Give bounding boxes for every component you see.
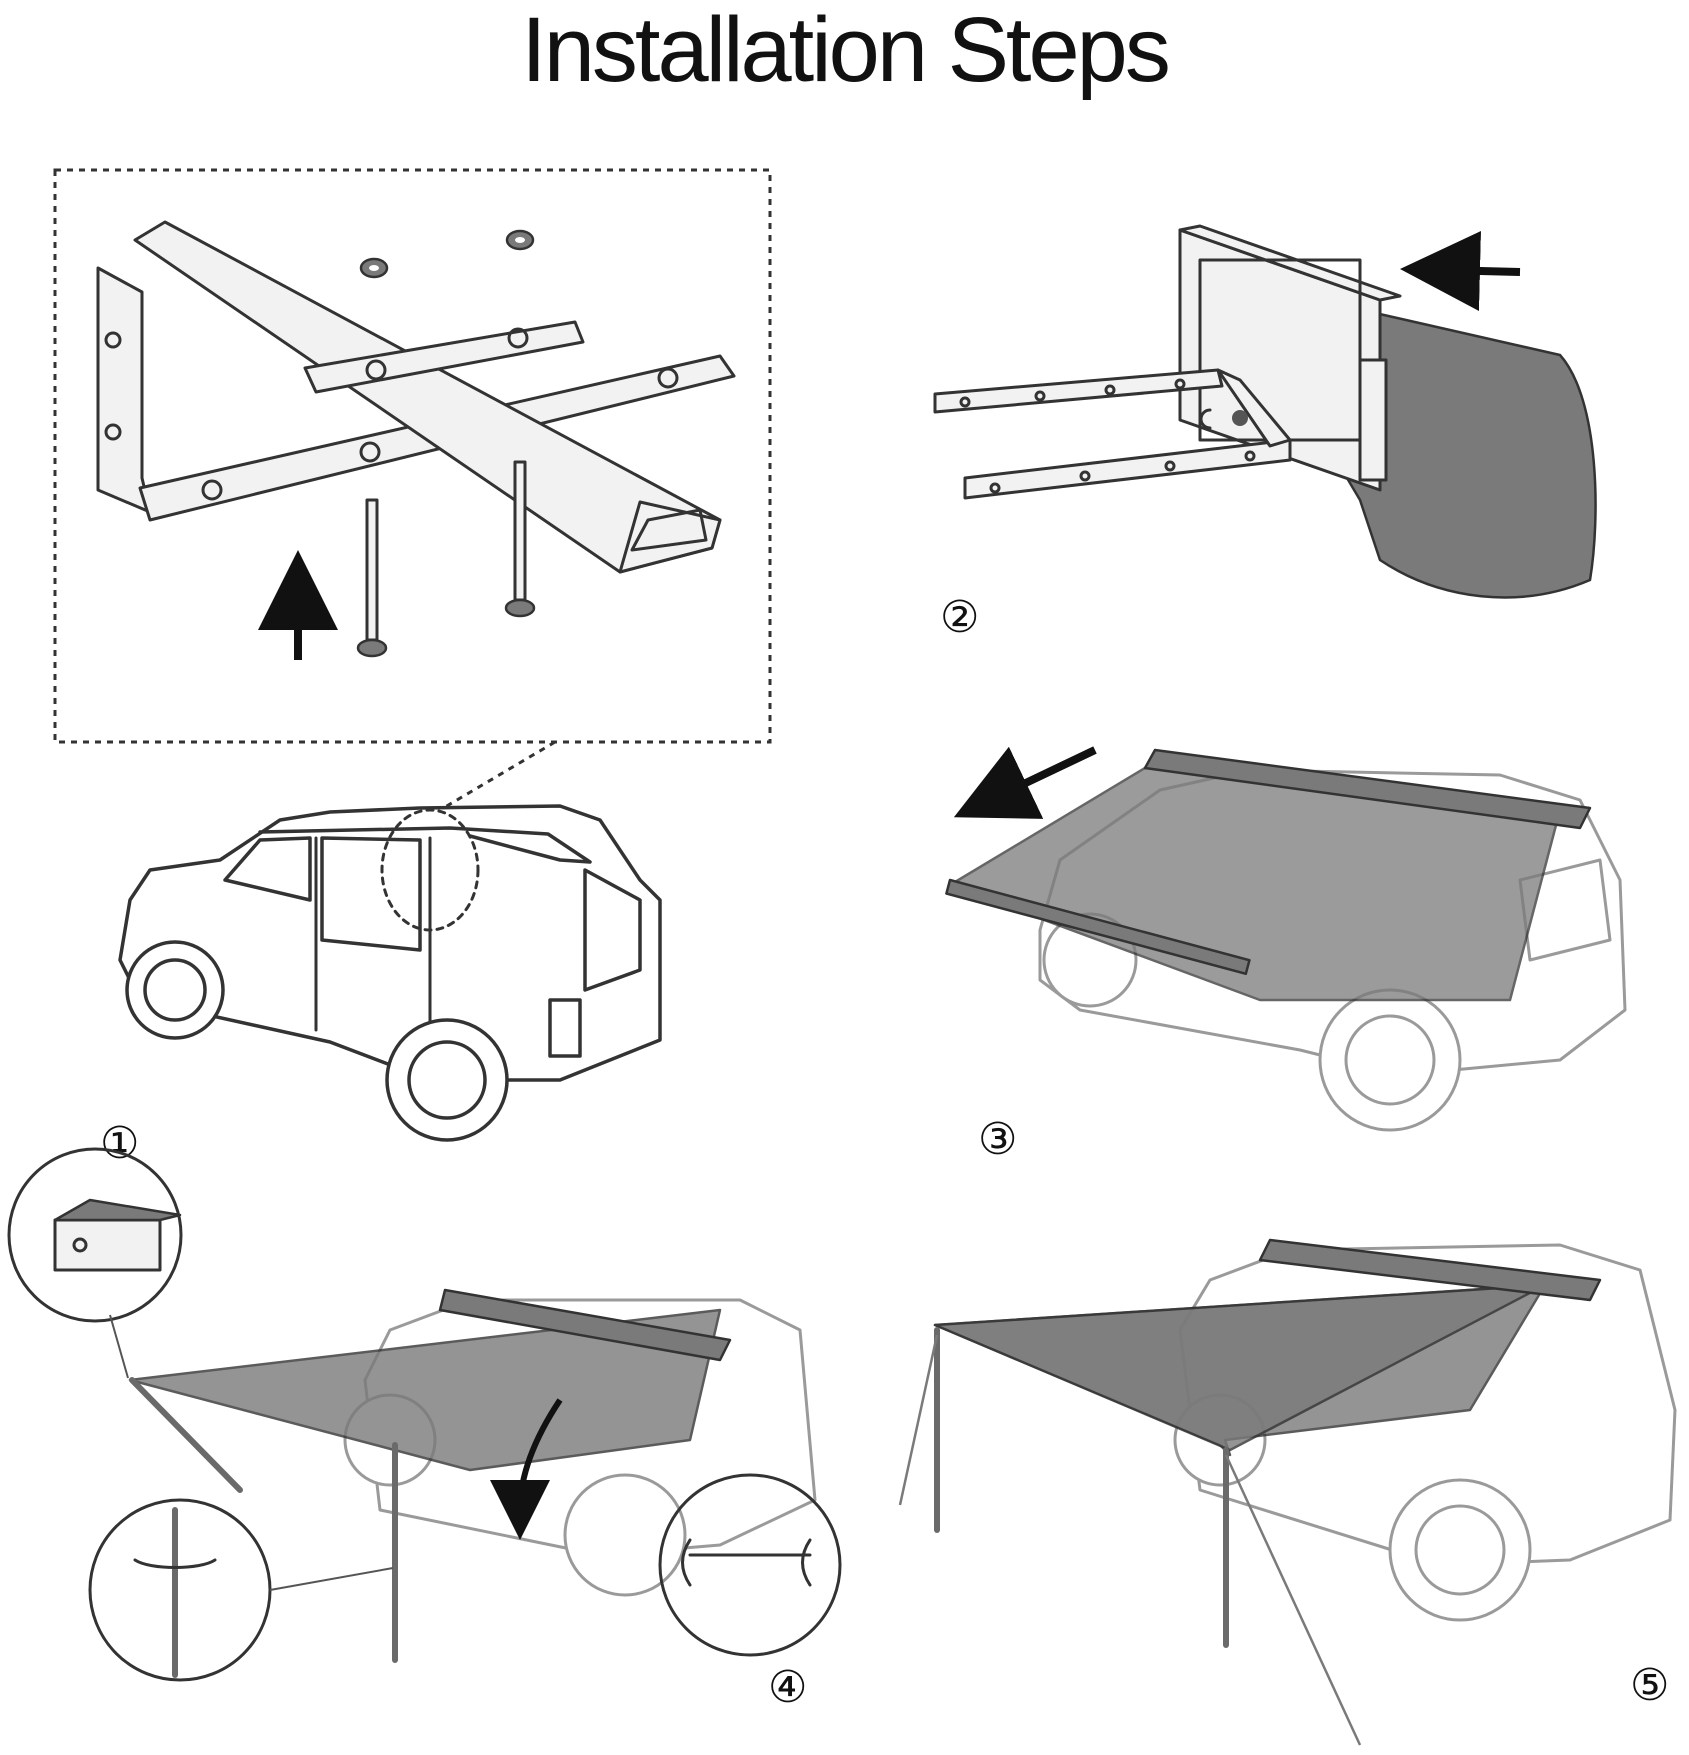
step-5-number: ⑤ [1630,1660,1669,1711]
step-1-panel: ① [53,168,772,1169]
step-1-number: ① [100,1118,139,1169]
step-3-panel: ③ [945,746,1627,1165]
mounting-bracket-detail [96,220,736,660]
page-title: Installation Steps [521,0,1171,101]
step-2-number: ② [940,592,979,643]
vehicle-awning-rolling-out [945,746,1627,1132]
strap-detail-circle [658,1473,842,1657]
vehicle-awning-legs [7,1147,842,1682]
step-2-panel: ② [933,224,1597,643]
vehicle-side-view [118,804,662,1142]
detail-leader-line [439,740,556,812]
awning-bracket-detail [933,224,1597,599]
step-4-number: ④ [768,1662,807,1713]
leg-twist-detail-circle [88,1498,272,1682]
step-3-number: ③ [978,1114,1017,1165]
step-5-panel: ⑤ [898,1238,1677,1746]
detail-dashed-box [53,168,772,744]
step-4-panel: ④ [7,1147,842,1713]
arrow-pull-out-icon [953,746,1097,819]
leg-joint-detail-circle [7,1147,183,1323]
arrow-left-icon [1400,231,1521,311]
vehicle-awning-deployed [898,1238,1677,1746]
